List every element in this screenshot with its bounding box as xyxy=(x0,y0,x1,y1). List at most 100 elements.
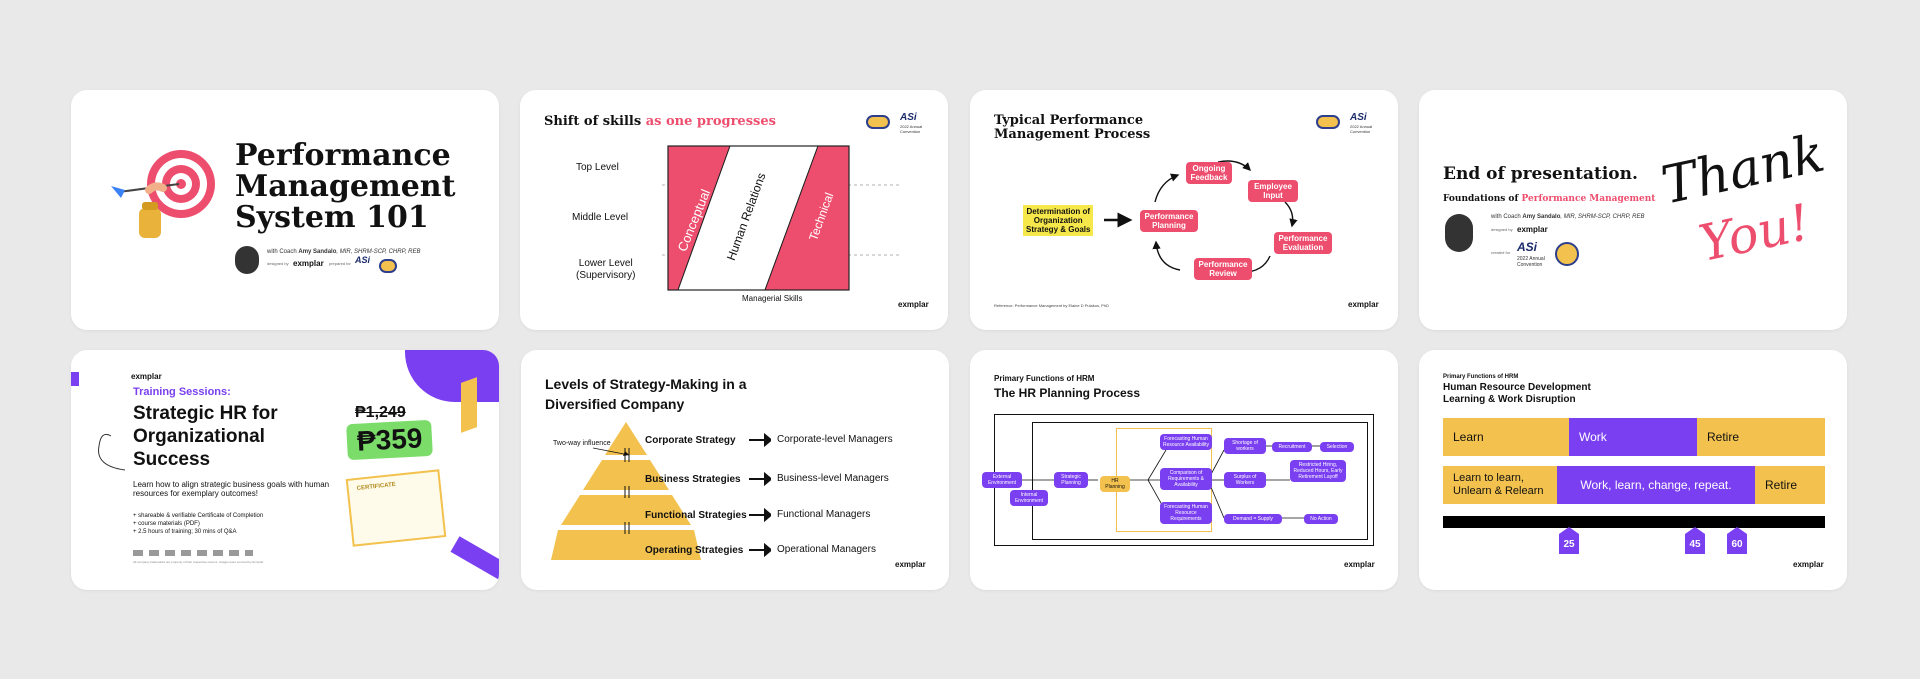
slide-hr-planning[interactable]: Primary Functions of HRM The HR Planning… xyxy=(970,350,1398,590)
slide-end-of-presentation[interactable]: End of presentation. Foundations of Perf… xyxy=(1419,90,1847,330)
training-kicker: Training Sessions: xyxy=(133,386,231,398)
certificate-preview: CERTIFICATE xyxy=(346,469,447,546)
level-corporate: Corporate Strategy xyxy=(645,435,736,446)
created-for-label: created for xyxy=(1491,250,1510,255)
coach-name: Amy Sandalo xyxy=(298,249,336,255)
managers-operational: Operational Managers xyxy=(777,544,876,555)
slide-typical-process[interactable]: Typical Performance Management Process A… xyxy=(970,90,1398,330)
title-line-2: Management xyxy=(235,171,455,202)
exmplar-logo: exmplar xyxy=(895,560,926,569)
training-title: Strategic HR for Organizational Success xyxy=(133,402,278,471)
node-forecast-requirements: Forecasting Human Resource Requirements xyxy=(1160,502,1212,524)
node-comparison: Comparison of Requirements & Availabilit… xyxy=(1160,468,1212,490)
scaling-up-badge xyxy=(379,259,397,273)
row2-retire: Retire xyxy=(1755,466,1825,504)
node-demand-supply: Demand = Supply xyxy=(1224,514,1282,524)
purple-corner-shape xyxy=(405,350,499,402)
exmplar-logo: exmplar xyxy=(293,259,324,268)
managers-corporate: Corporate-level Managers xyxy=(777,434,893,445)
end-subtitle: Foundations of Performance Management xyxy=(1443,194,1655,204)
node-no-action: No Action xyxy=(1304,514,1338,524)
managers-business: Business-level Managers xyxy=(777,473,889,484)
slide-strategy-levels[interactable]: Levels of Strategy-Making in a Diversifi… xyxy=(521,350,949,590)
exmplar-logo: exmplar xyxy=(1517,225,1548,234)
scaling-up-badge xyxy=(1555,242,1579,266)
purple-bottom-shape xyxy=(451,536,499,582)
node-shortage: Shortage of workers xyxy=(1224,438,1266,454)
node-hr-planning: HR Planning xyxy=(1100,476,1130,492)
dart-target-illustration xyxy=(109,146,219,246)
age-marker-60: 60 xyxy=(1727,534,1747,554)
training-description: Learn how to align strategic business go… xyxy=(133,480,343,498)
level-functional: Functional Strategies xyxy=(645,510,747,521)
row2-learn: Learn to learn, Unlearn & Relearn xyxy=(1443,466,1557,504)
end-title: End of presentation. xyxy=(1443,164,1638,184)
age-marker-25: 25 xyxy=(1559,534,1579,554)
exmplar-logo: exmplar xyxy=(131,372,162,381)
squiggle-decoration xyxy=(89,426,129,476)
slide-kicker: Primary Functions of HRM xyxy=(1443,374,1518,380)
slide-training-promo[interactable]: exmplar Training Sessions: Strategic HR … xyxy=(71,350,499,590)
node-external-environment: External Environment xyxy=(982,472,1022,488)
asi-logo: ASi xyxy=(900,112,917,123)
coach-credit: with Coach Amy Sandalo, MIR, SHRM-SCP, C… xyxy=(267,249,421,255)
node-employee-input: Employee Input xyxy=(1248,180,1298,202)
node-selection: Selection xyxy=(1320,442,1354,452)
skills-chart: Conceptual Human Relations Technical xyxy=(660,144,900,294)
asi-subtitle: 2022 Annual Convention xyxy=(900,124,936,134)
slide-shift-of-skills[interactable]: Shift of skills as one progresses ASi 20… xyxy=(520,90,948,330)
level-arrows xyxy=(747,432,771,562)
training-bullets: + shareable & verifiable Certificate of … xyxy=(133,512,263,536)
age-marker-45: 45 xyxy=(1685,534,1705,554)
managers-functional: Functional Managers xyxy=(777,509,870,520)
footer-disclaimer: All company trademarks are property of t… xyxy=(133,560,263,564)
slide-title: Levels of Strategy-Making in a Diversifi… xyxy=(545,374,747,414)
row1-retire: Retire xyxy=(1697,418,1825,456)
coach-avatar xyxy=(1445,214,1473,252)
exmplar-logo: exmplar xyxy=(898,300,929,309)
level-lower-label: Lower Level (Supervisory) xyxy=(576,258,635,282)
slide-performance-management-101[interactable]: Performance Management System 101 with C… xyxy=(71,90,499,330)
certificate-title: CERTIFICATE xyxy=(348,471,439,492)
row2-work: Work, learn, change, repeat. xyxy=(1557,466,1755,504)
row1-work: Work xyxy=(1569,418,1697,456)
node-performance-review: Performance Review xyxy=(1194,258,1252,280)
new-price-badge: ₱359 xyxy=(346,420,433,460)
slide-title: Human Resource Development Learning & Wo… xyxy=(1443,382,1591,406)
level-middle-label: Middle Level xyxy=(572,212,628,223)
slide-title: Shift of skills as one progresses xyxy=(544,114,776,129)
node-recruitment: Recruitment xyxy=(1272,442,1312,452)
designed-by-label: designed by xyxy=(267,261,289,266)
prepared-for-label: prepared for xyxy=(329,261,351,266)
designed-by-label: designed by xyxy=(1491,227,1513,232)
purple-left-shape xyxy=(71,372,79,386)
row1-learn: Learn xyxy=(1443,418,1569,456)
yellow-corner-shape xyxy=(461,377,477,433)
timeline-bar xyxy=(1443,516,1825,528)
asi-logo: ASi xyxy=(1517,240,1537,254)
node-performance-evaluation: Performance Evaluation xyxy=(1274,232,1332,254)
reference-note: Reference: Performance Management by Ela… xyxy=(994,303,1109,308)
node-forecast-availability: Forecasting Human Resource Availability xyxy=(1160,434,1212,450)
asi-logo: ASi xyxy=(355,255,370,265)
two-way-arrow xyxy=(593,446,633,458)
node-strategic-planning: Strategic Planning xyxy=(1054,472,1088,488)
partner-logos-row xyxy=(133,550,253,556)
coach-name: Amy Sandalo xyxy=(1522,214,1560,220)
exmplar-logo: exmplar xyxy=(1793,560,1824,569)
thank-you-script: Thank You! xyxy=(1661,130,1831,300)
coach-avatar xyxy=(235,246,259,274)
node-surplus: Surplus of Workers xyxy=(1224,472,1266,488)
node-performance-planning: Performance Planning xyxy=(1140,210,1198,232)
title-line-3: System 101 xyxy=(235,202,455,233)
x-axis-label: Managerial Skills xyxy=(742,294,802,303)
node-restricted-hiring: Restricted Hiring, Reduced Hours, Early … xyxy=(1290,460,1346,482)
level-business: Business Strategies xyxy=(645,474,741,485)
deck-title: Performance Management System 101 xyxy=(235,140,455,233)
slide-learning-work-disruption[interactable]: Primary Functions of HRM Human Resource … xyxy=(1419,350,1847,590)
asi-subtitle: 2022 Annual Convention xyxy=(1517,256,1553,268)
exmplar-logo: exmplar xyxy=(1348,300,1379,309)
coach-credit: with Coach Amy Sandalo, MIR, SHRM-SCP, C… xyxy=(1491,214,1645,220)
level-top-label: Top Level xyxy=(576,162,619,173)
scaling-up-badge xyxy=(866,115,890,129)
